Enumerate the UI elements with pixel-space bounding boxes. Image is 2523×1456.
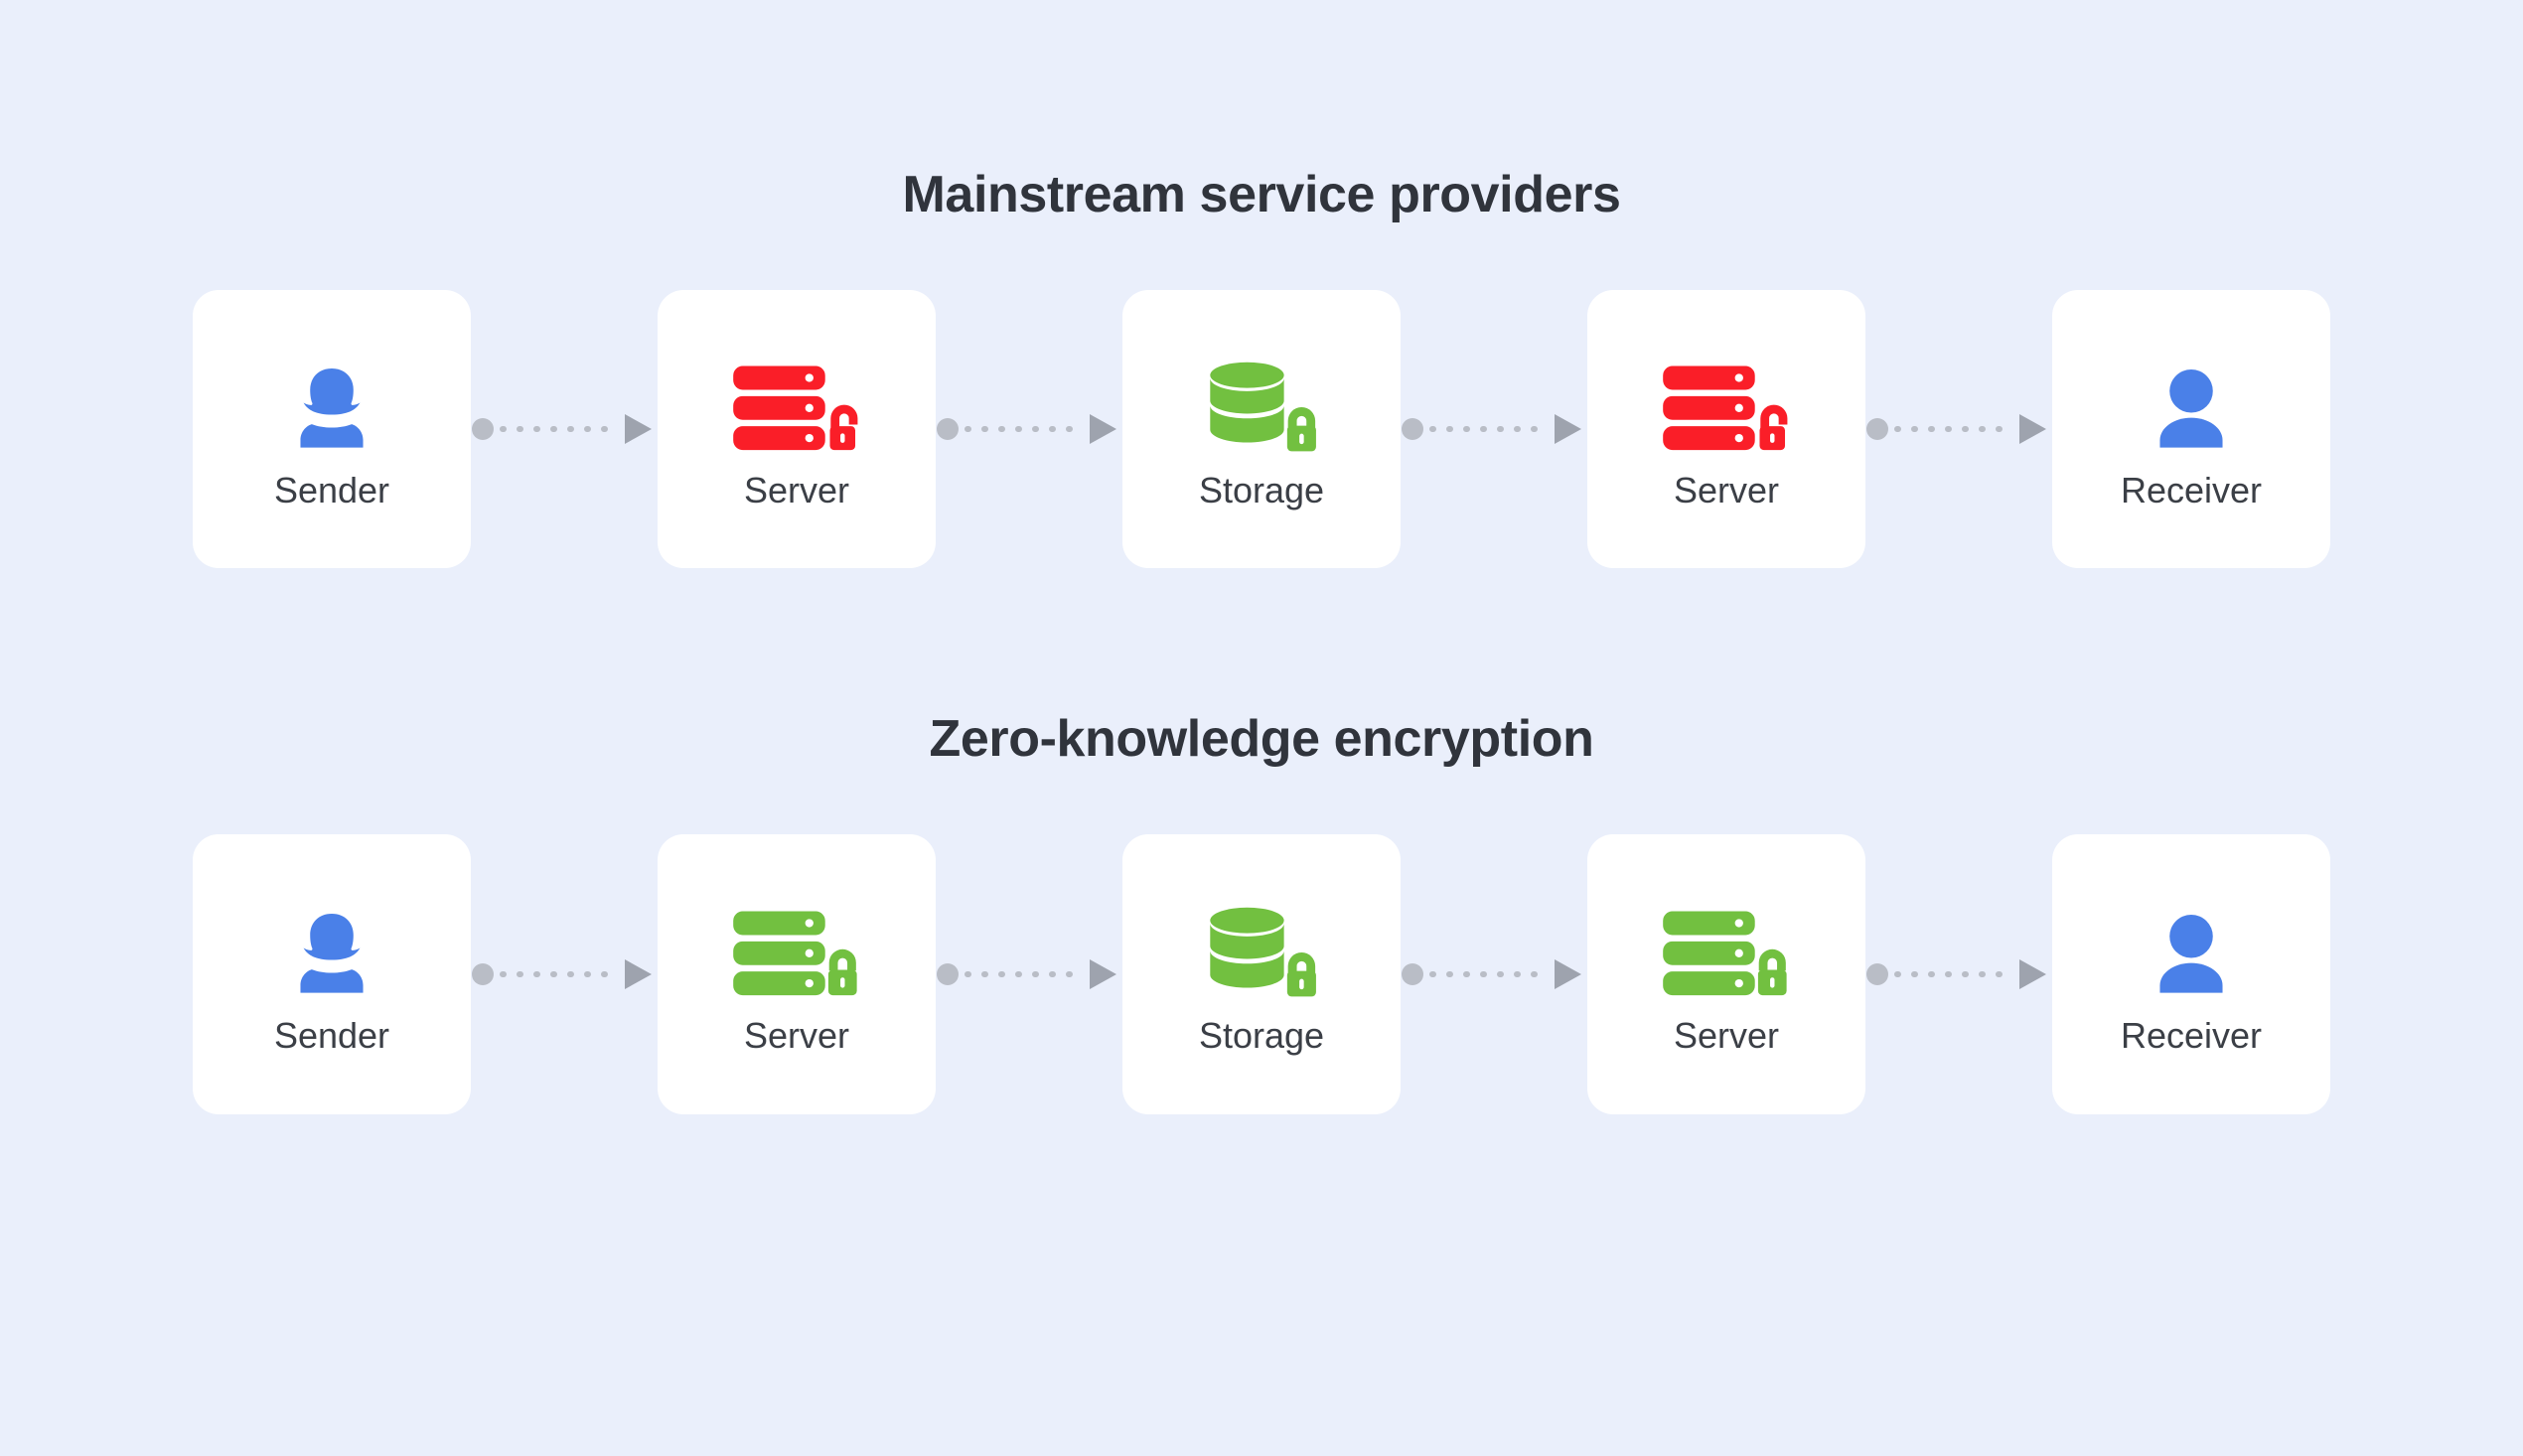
node-sender[interactable]: Sender <box>193 834 471 1114</box>
node-receiver[interactable]: Receiver <box>2052 290 2330 568</box>
node-server-inbound[interactable]: Server <box>658 290 936 568</box>
node-receiver[interactable]: Receiver <box>2052 834 2330 1114</box>
arrow-dotted-right <box>936 409 1122 449</box>
node-label: Sender <box>273 1015 390 1056</box>
flow-row: Sender <box>193 290 2330 568</box>
node-label: Server <box>743 470 850 510</box>
locked-padlock-icon <box>1286 407 1316 452</box>
arrow-dotted-right <box>1401 954 1587 994</box>
node-label: Receiver <box>2120 470 2263 510</box>
node-sender[interactable]: Sender <box>193 290 471 568</box>
server-icon <box>1660 350 1793 459</box>
unlocked-padlock-icon <box>829 404 858 451</box>
arrow-dotted-right <box>471 409 658 449</box>
locked-padlock-icon <box>1757 948 1787 996</box>
arrow-dotted-right <box>1865 409 2052 449</box>
node-label: Server <box>1673 470 1780 510</box>
node-label: Sender <box>273 470 390 510</box>
database-icon <box>1199 895 1324 1004</box>
node-label: Receiver <box>2120 1015 2263 1056</box>
person-male-icon <box>2140 350 2243 459</box>
arrow-dotted-right <box>1401 409 1587 449</box>
server-icon <box>1660 895 1793 1004</box>
node-label: Storage <box>1198 1015 1325 1056</box>
server-icon <box>730 350 863 459</box>
section-title: Mainstream service providers <box>902 166 1621 223</box>
node-storage[interactable]: Storage <box>1122 834 1401 1114</box>
node-label: Server <box>1673 1015 1780 1056</box>
node-server-inbound[interactable]: Server <box>658 834 936 1114</box>
node-label: Storage <box>1198 470 1325 510</box>
arrow-dotted-right <box>936 954 1122 994</box>
node-server-outbound[interactable]: Server <box>1587 834 1865 1114</box>
section-title: Zero-knowledge encryption <box>929 710 1594 768</box>
section-mainstream-service-providers: Mainstream service providers Sender <box>0 169 2523 568</box>
arrow-dotted-right <box>1865 954 2052 994</box>
person-female-icon <box>280 895 383 1004</box>
section-zero-knowledge-encryption: Zero-knowledge encryption Sender <box>0 713 2523 1114</box>
node-label: Server <box>743 1015 850 1056</box>
person-female-icon <box>280 350 383 459</box>
server-icon <box>730 895 863 1004</box>
arrow-dotted-right <box>471 954 658 994</box>
node-server-outbound[interactable]: Server <box>1587 290 1865 568</box>
unlocked-padlock-icon <box>1759 404 1788 451</box>
database-icon <box>1199 350 1324 459</box>
flow-row: Sender <box>193 834 2330 1114</box>
locked-padlock-icon <box>1286 952 1316 997</box>
node-storage[interactable]: Storage <box>1122 290 1401 568</box>
person-male-icon <box>2140 895 2243 1004</box>
locked-padlock-icon <box>827 948 857 996</box>
